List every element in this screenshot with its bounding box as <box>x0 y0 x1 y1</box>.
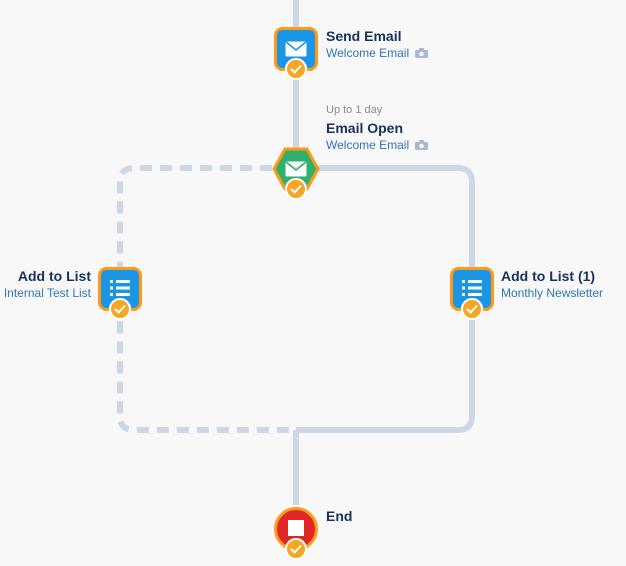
status-complete-badge <box>285 58 307 80</box>
check-icon <box>466 304 478 314</box>
email-open-label: Up to 1 day Email Open Welcome Email <box>326 103 429 153</box>
send-email-node[interactable] <box>274 27 318 80</box>
envelope-icon <box>285 161 307 177</box>
node-subtitle[interactable]: Internal Test List <box>3 286 91 300</box>
add-to-list-right-label: Add to List (1) Monthly Newsletter <box>501 267 603 301</box>
camera-icon[interactable] <box>415 48 429 58</box>
node-title[interactable]: End <box>326 508 353 524</box>
list-icon <box>462 280 482 296</box>
node-title[interactable]: Send Email <box>326 28 402 44</box>
list-icon <box>110 280 130 296</box>
node-title[interactable]: Email Open <box>326 120 404 136</box>
add-to-list-right-node[interactable] <box>450 267 494 320</box>
status-complete-badge <box>285 178 307 200</box>
status-complete-badge <box>285 538 307 560</box>
camera-icon[interactable] <box>415 140 429 150</box>
status-complete-badge <box>109 298 131 320</box>
send-email-label: Send Email Welcome Email <box>326 27 429 61</box>
check-icon <box>290 184 302 194</box>
end-node[interactable] <box>274 507 318 560</box>
end-label: End <box>326 507 352 525</box>
check-icon <box>290 64 302 74</box>
node-title[interactable]: Add to List <box>17 268 91 284</box>
check-icon <box>290 544 302 554</box>
add-to-list-left-label: Add to List Internal Test List <box>4 267 91 301</box>
connector-true-branch <box>296 165 475 433</box>
add-to-list-left-node[interactable] <box>98 267 142 320</box>
status-complete-badge <box>461 298 483 320</box>
email-name[interactable]: Welcome Email <box>326 138 410 152</box>
email-open-decision-node[interactable] <box>272 147 320 200</box>
node-subtitle[interactable]: Welcome Email <box>326 45 429 61</box>
envelope-icon <box>285 41 307 57</box>
node-subtitle[interactable]: Welcome Email <box>326 137 429 153</box>
stop-square-icon <box>288 520 304 536</box>
connector-false-branch <box>117 165 296 433</box>
wait-duration: Up to 1 day <box>326 104 383 116</box>
node-title[interactable]: Add to List (1) <box>501 268 596 284</box>
check-icon <box>114 304 126 314</box>
node-subtitle[interactable]: Monthly Newsletter <box>501 286 604 300</box>
email-name[interactable]: Welcome Email <box>326 46 410 60</box>
